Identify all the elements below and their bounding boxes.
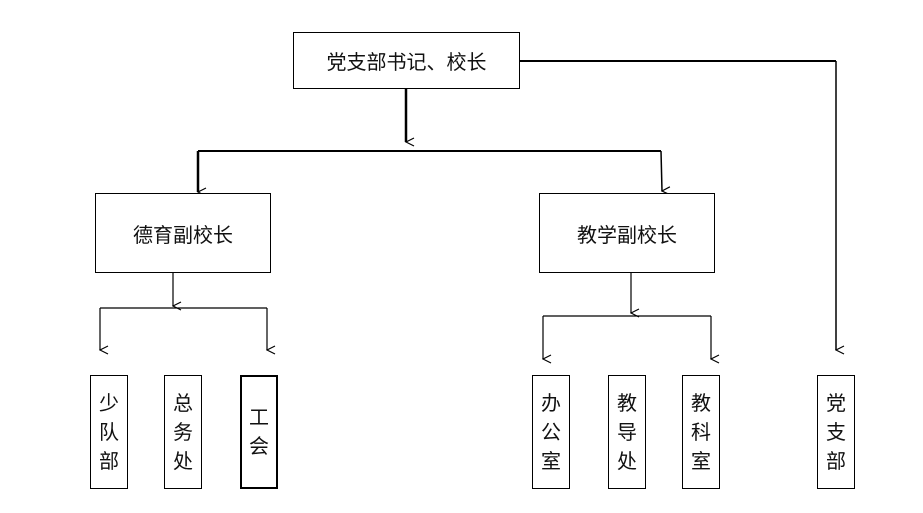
node-guidance: 教导处: [608, 375, 646, 489]
node-party-branch: 党支部: [817, 375, 855, 489]
node-guidance-label: 教导处: [617, 390, 637, 473]
node-office: 办公室: [532, 375, 570, 489]
node-teaching-vp: 教学副校长: [539, 193, 715, 273]
node-young-pioneers-label: 少队部: [99, 390, 119, 473]
node-research-label: 教科室: [691, 390, 711, 473]
node-moral-vp-label: 德育副校长: [133, 222, 233, 247]
node-young-pioneers: 少队部: [90, 375, 128, 489]
node-general-affairs-label: 总务处: [173, 390, 193, 473]
node-research: 教科室: [682, 375, 720, 489]
node-party-branch-label: 党支部: [826, 390, 846, 473]
node-general-affairs: 总务处: [164, 375, 202, 489]
node-principal: 党支部书记、校长: [293, 32, 520, 89]
bus-to-teaching-line: [660, 150, 662, 191]
node-union-label: 工会: [249, 405, 269, 458]
node-moral-vp: 德育副校长: [95, 193, 271, 273]
node-principal-label: 党支部书记、校长: [326, 50, 487, 74]
node-office-label: 办公室: [541, 390, 561, 473]
node-teaching-vp-label: 教学副校长: [577, 222, 677, 247]
node-union: 工会: [240, 375, 278, 489]
